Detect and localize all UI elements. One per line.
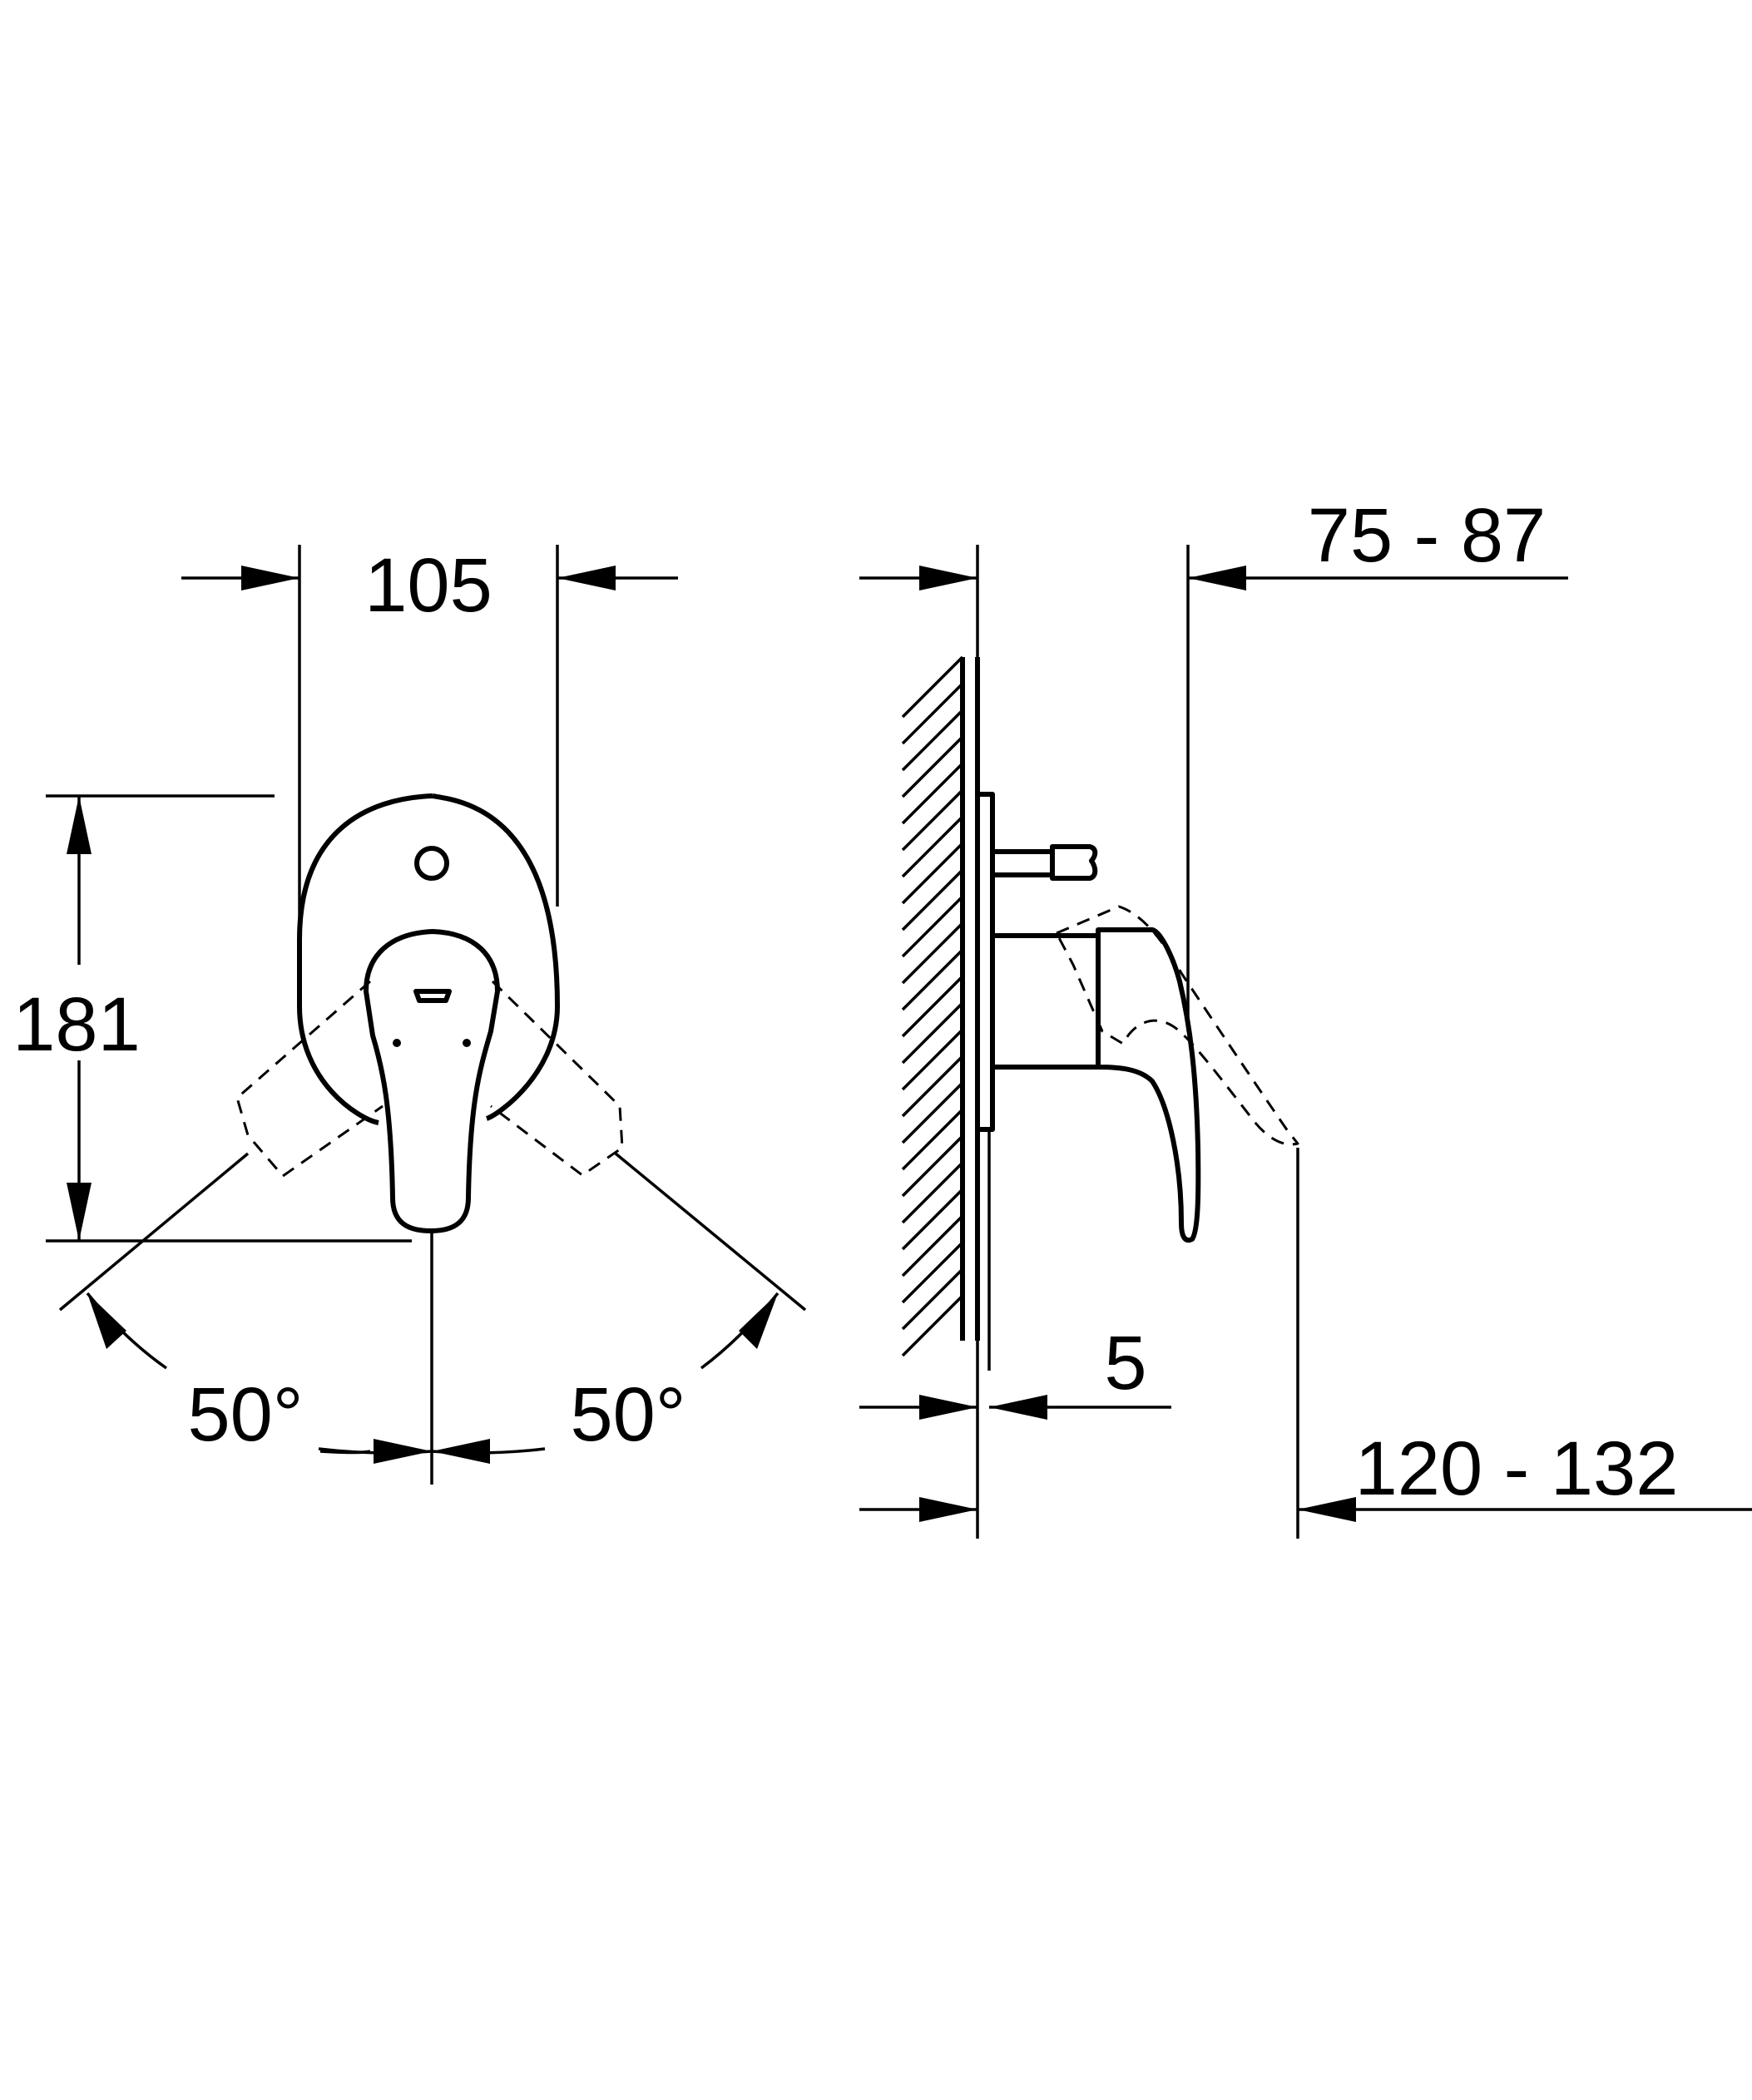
height-dimension-label: 181 <box>12 982 141 1067</box>
angle-leader-left <box>58 1152 250 1312</box>
depth-rotated-label: 120 - 132 <box>1355 1426 1679 1511</box>
diverter-knob <box>1050 844 1098 881</box>
plate-thickness-label: 5 <box>1104 1321 1146 1406</box>
angle-arrow-right-outer <box>739 1293 778 1349</box>
rotated-arrow-right <box>1298 1497 1356 1522</box>
angle-arrow-right-center <box>432 1439 490 1464</box>
angle-leader-right <box>614 1152 807 1312</box>
width-arrow-left <box>241 566 299 590</box>
hatch-line <box>901 1001 964 1065</box>
lever-logo-mark <box>413 989 452 1003</box>
hatch-line <box>901 922 964 985</box>
rotated-arrow-left <box>919 1497 977 1522</box>
width-dimension-label: 105 <box>364 543 492 628</box>
lever-side-profile <box>1096 927 1201 1243</box>
cover-plate-outline <box>297 793 560 1125</box>
hatch-line <box>901 1161 964 1224</box>
cover-plate-profile <box>977 792 995 1132</box>
hatch-line <box>901 975 964 1038</box>
hatch-line <box>901 1108 964 1171</box>
lever-dot-left <box>393 1039 401 1047</box>
lever-dot-right <box>463 1039 471 1047</box>
hatch-line <box>901 1214 964 1277</box>
hatch-line <box>901 1267 964 1331</box>
hatch-line <box>901 815 964 878</box>
hatch-line <box>901 948 964 1011</box>
lever-handle <box>364 929 500 1233</box>
thickness-arrow-right <box>989 1395 1047 1420</box>
side-view: 75 - 87 5 120 - 132 <box>859 493 1752 1539</box>
lever-rotated-right <box>490 980 624 1177</box>
hatch-line <box>901 895 964 958</box>
hatch-line <box>901 1188 964 1251</box>
lever-side-rotated <box>1055 905 1299 1146</box>
depth-handle-label: 75 - 87 <box>1308 493 1546 578</box>
depth-arrow-right <box>1188 566 1246 590</box>
lever-rotated-left <box>235 980 384 1178</box>
hatch-line <box>901 1294 964 1357</box>
valve-body <box>992 933 1101 1070</box>
hatch-line <box>901 735 964 798</box>
diverter-hole <box>414 846 449 881</box>
hatch-line <box>901 788 964 852</box>
hatch-line <box>901 709 964 772</box>
height-arrow-top <box>67 796 92 854</box>
hatch-line <box>901 762 964 825</box>
hatch-line <box>901 868 964 931</box>
hatch-line <box>901 842 964 905</box>
depth-arrow-left <box>919 566 977 590</box>
hatch-line <box>901 1055 964 1118</box>
hatch-line <box>901 655 964 719</box>
hatch-line <box>901 1028 964 1091</box>
front-view: 105 181 50° 50° <box>12 543 807 1485</box>
thickness-arrow-left <box>919 1395 977 1420</box>
hatch-line <box>901 1134 964 1198</box>
angle-left-label: 50° <box>187 1372 303 1457</box>
angle-arc-left-outer <box>86 1292 168 1370</box>
diverter-stem <box>992 849 1055 877</box>
angle-arrow-left-outer <box>87 1293 126 1349</box>
hatch-line <box>901 1081 964 1144</box>
angle-arrow-left-center <box>374 1439 432 1464</box>
width-arrow-right <box>557 566 616 590</box>
height-arrow-bottom <box>67 1183 92 1241</box>
hatch-line <box>901 1241 964 1304</box>
wall-hatching <box>901 655 964 1357</box>
angle-right-label: 50° <box>570 1372 685 1457</box>
hatch-line <box>901 682 964 745</box>
